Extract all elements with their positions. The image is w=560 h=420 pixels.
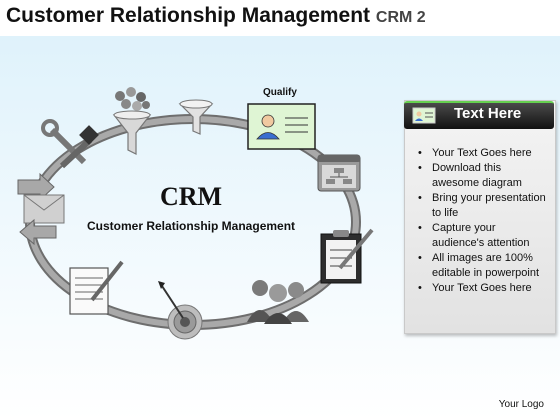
list-item: Capture your audience's attention xyxy=(418,221,548,251)
flowchart-window-icon xyxy=(317,154,361,192)
target-icon xyxy=(158,281,203,340)
list-item: Your Text Goes here xyxy=(418,146,548,161)
text-panel-header xyxy=(404,101,554,129)
center-subheading: Customer Relationship Management xyxy=(87,219,296,233)
contact-card-icon xyxy=(247,103,316,150)
title-main: Customer Relationship Management xyxy=(6,4,371,27)
document-icon xyxy=(69,260,124,315)
text-panel-title: Text Here xyxy=(454,105,522,122)
list-item: All images are 100% editable in powerpoi… xyxy=(418,251,548,281)
center-heading: CRM xyxy=(160,182,223,211)
funnel-icon xyxy=(178,99,214,135)
tools-icon xyxy=(41,119,99,169)
page-title: Customer Relationship Management CRM 2 xyxy=(6,4,426,28)
list-item: Your Text Goes here xyxy=(418,281,548,296)
qualify-label: Qualify xyxy=(263,87,297,98)
list-item: Download this awesome diagram xyxy=(418,161,548,191)
logo-placeholder: Your Logo xyxy=(498,399,544,410)
text-panel-list: Your Text Goes here Download this awesom… xyxy=(410,146,548,296)
funnel-icon xyxy=(112,87,152,155)
clipboard-icon xyxy=(320,228,374,284)
contact-card-icon xyxy=(412,107,436,124)
title-suffix: CRM 2 xyxy=(375,9,426,26)
team-icon xyxy=(247,280,309,324)
email-icon xyxy=(17,172,65,246)
list-item: Bring your presentation to life xyxy=(418,191,548,221)
